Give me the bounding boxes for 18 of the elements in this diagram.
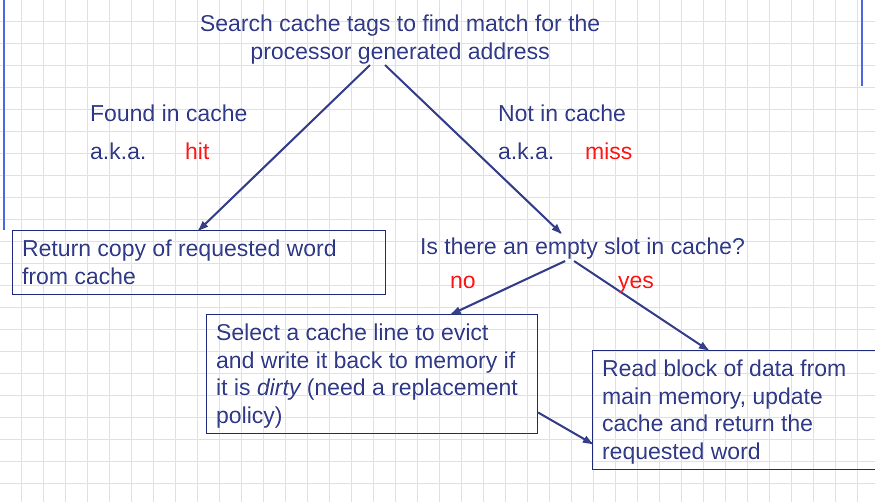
step-text: Search cache tags to find match for the processor generated address <box>150 10 650 66</box>
arrow <box>198 64 371 231</box>
arrow <box>573 260 709 351</box>
edge-label: no <box>450 267 476 295</box>
arrow <box>537 411 593 445</box>
process-box: Read block of data from main memory, update cache and return the requested word <box>592 350 875 470</box>
annotation-text: a.k.a. <box>498 138 554 166</box>
edge-label: yes <box>618 267 654 295</box>
annotation-text: Not in cache <box>498 100 626 128</box>
annotation-text: a.k.a. <box>90 138 146 166</box>
annotation-text: hit <box>185 138 210 166</box>
arrow <box>384 64 562 234</box>
annotation-text: miss <box>585 138 632 166</box>
process-box: Return copy of requested word from cache <box>12 230 386 296</box>
process-box: Select a cache line to evict and write it back to memory if it is dirty (need a replacement policy) <box>206 314 538 434</box>
annotation-text: Found in cache <box>90 100 248 128</box>
step-text: Is there an empty slot in cache? <box>420 233 860 261</box>
arrow <box>450 260 566 315</box>
